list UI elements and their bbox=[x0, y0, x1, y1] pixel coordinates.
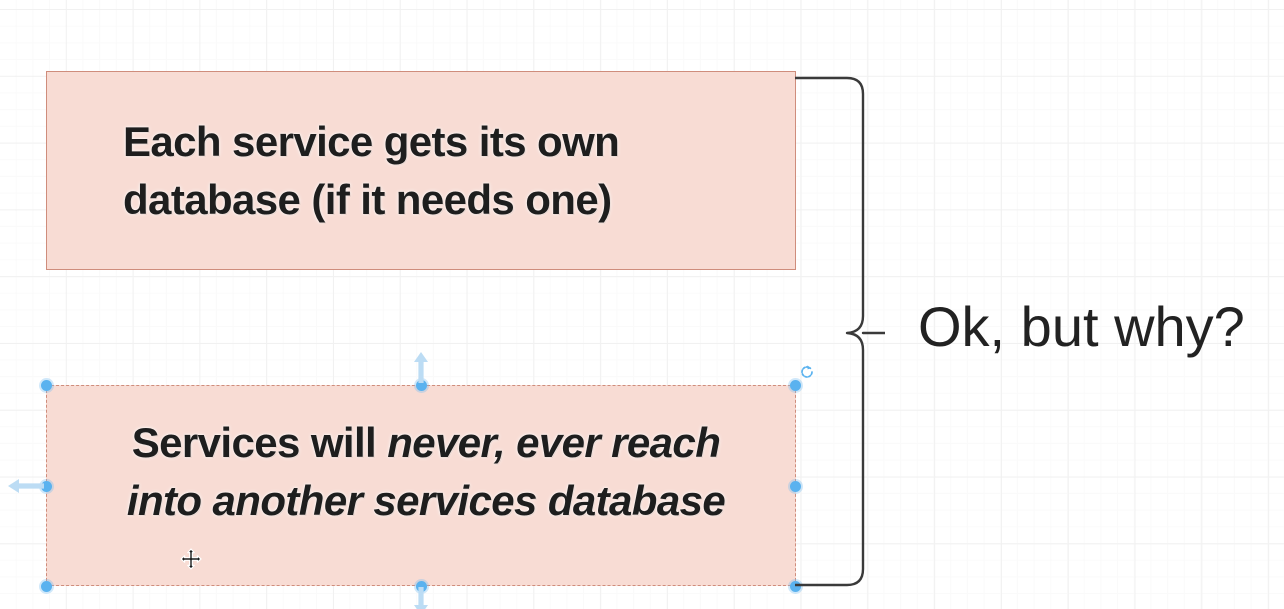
sticky-note-bottom[interactable]: Services will never, ever reach into ano… bbox=[46, 385, 796, 586]
brace-caption: Ok, but why? bbox=[918, 295, 1245, 358]
move-cursor-icon bbox=[180, 548, 202, 570]
handle-middle-right[interactable] bbox=[789, 480, 801, 492]
sticky-note-bottom-line2-emphasis: into another services database bbox=[126, 476, 726, 524]
sticky-note-top[interactable]: Each service gets its own database (if i… bbox=[46, 71, 796, 270]
nudge-arrow-up-icon[interactable] bbox=[410, 349, 432, 385]
handle-top-center[interactable] bbox=[415, 379, 427, 391]
handle-middle-left[interactable] bbox=[40, 480, 52, 492]
sticky-note-bottom-line1-plain: Services will bbox=[131, 419, 388, 467]
curly-brace-icon bbox=[795, 76, 885, 587]
sticky-note-top-line1: Each service gets its own bbox=[123, 118, 620, 166]
handle-bottom-center[interactable] bbox=[415, 580, 427, 592]
sticky-note-top-line2: database (if it needs one) bbox=[123, 175, 612, 223]
sticky-note-bottom-text: Services will never, ever reach into ano… bbox=[47, 414, 795, 556]
sticky-note-bottom-line1-emphasis: never, ever reach bbox=[387, 419, 721, 467]
handle-top-left[interactable] bbox=[40, 379, 52, 391]
handle-bottom-left[interactable] bbox=[40, 580, 52, 592]
nudge-arrow-left-icon[interactable] bbox=[6, 475, 46, 497]
sticky-note-top-text: Each service gets its own database (if i… bbox=[47, 113, 795, 227]
rotate-icon[interactable] bbox=[799, 364, 815, 380]
handle-bottom-right[interactable] bbox=[789, 580, 801, 592]
nudge-arrow-down-icon[interactable] bbox=[410, 587, 432, 609]
handle-top-right[interactable] bbox=[789, 379, 801, 391]
